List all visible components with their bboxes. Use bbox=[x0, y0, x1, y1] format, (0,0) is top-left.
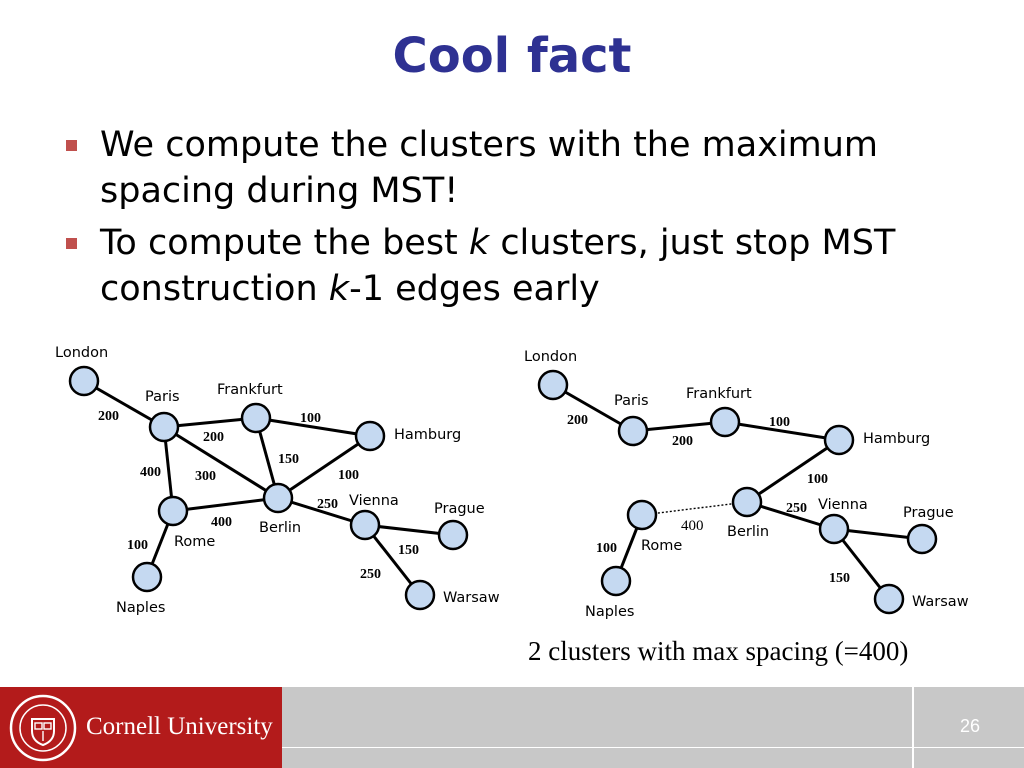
node-label-berlin: Berlin bbox=[727, 524, 769, 540]
bullet-item: We compute the clusters with the maximum… bbox=[60, 122, 980, 214]
edge-weight-label: 150 bbox=[278, 452, 299, 467]
edge-weight-label: 300 bbox=[195, 469, 216, 484]
footer-line bbox=[282, 747, 1024, 748]
node-label-frankfurt: Frankfurt bbox=[217, 382, 283, 398]
edge-weight-label: 200 bbox=[98, 409, 119, 424]
node-warsaw bbox=[404, 579, 436, 611]
bullet-text-part: -1 edges early bbox=[349, 269, 600, 309]
bullet-text-part: clusters, just stop MST construction bbox=[100, 223, 896, 309]
edge-frankfurt-hamburg bbox=[724, 420, 840, 442]
edge-weight-label: 250 bbox=[317, 497, 338, 512]
edge-weight-label: 200 bbox=[203, 430, 224, 445]
graph-full: 200200100150100300400400100250150250Lond… bbox=[55, 345, 500, 616]
edge-rome-berlin bbox=[172, 496, 279, 513]
edge-weight-label: 100 bbox=[300, 411, 321, 426]
node-label-naples: Naples bbox=[585, 604, 634, 620]
node-hamburg bbox=[823, 424, 855, 456]
bullet-item: To compute the best k clusters, just sto… bbox=[60, 220, 980, 312]
university-name: Cornell University bbox=[86, 713, 273, 740]
edge-weight-label: 100 bbox=[769, 415, 790, 430]
footer-divider bbox=[912, 687, 914, 768]
edge-weight-label: 100 bbox=[338, 468, 359, 483]
node-label-prague: Prague bbox=[903, 505, 954, 521]
edge-london-paris bbox=[552, 383, 634, 433]
node-paris bbox=[148, 411, 180, 443]
edge-weight-label: 400 bbox=[211, 515, 232, 530]
edge-hamburg-berlin bbox=[277, 434, 371, 500]
bullet-text-italic: k bbox=[468, 223, 490, 263]
graph-diagrams: 200200100150100300400400100250150250Lond… bbox=[55, 345, 969, 620]
node-label-berlin: Berlin bbox=[259, 520, 301, 536]
node-london bbox=[537, 369, 569, 401]
node-prague bbox=[906, 523, 938, 555]
node-frankfurt bbox=[240, 402, 272, 434]
edge-weight-label: 250 bbox=[360, 567, 381, 582]
node-label-hamburg: Hamburg bbox=[394, 427, 461, 443]
bullet-square-icon bbox=[66, 238, 77, 249]
node-frankfurt bbox=[709, 406, 741, 438]
edge-weight-label: 200 bbox=[567, 413, 588, 428]
edge-rome-berlin bbox=[641, 501, 748, 516]
edge-weight-label: 250 bbox=[786, 501, 807, 516]
node-label-london: London bbox=[524, 349, 577, 365]
node-berlin bbox=[262, 482, 294, 514]
edge-weight-label: 150 bbox=[829, 571, 850, 586]
page-number: 26 bbox=[960, 716, 981, 736]
node-label-rome: Rome bbox=[641, 538, 682, 554]
node-prague bbox=[437, 519, 469, 551]
node-label-paris: Paris bbox=[145, 389, 180, 405]
node-label-frankfurt: Frankfurt bbox=[686, 386, 752, 402]
node-paris bbox=[617, 415, 649, 447]
node-label-prague: Prague bbox=[434, 501, 485, 517]
bullet-square-icon bbox=[66, 140, 77, 151]
node-vienna bbox=[349, 509, 381, 541]
footer-logo-area bbox=[0, 687, 282, 768]
bullet-text-italic: k bbox=[328, 269, 350, 309]
node-label-warsaw: Warsaw bbox=[912, 594, 969, 610]
edge-weight-label: 100 bbox=[127, 538, 148, 553]
bullet-list: We compute the clusters with the maximum… bbox=[60, 122, 980, 318]
edge-weight-label: 150 bbox=[398, 543, 419, 558]
node-label-vienna: Vienna bbox=[349, 493, 399, 509]
node-label-london: London bbox=[55, 345, 108, 361]
node-warsaw bbox=[873, 583, 905, 615]
node-naples bbox=[131, 561, 163, 593]
node-label-rome: Rome bbox=[174, 534, 215, 550]
edge-london-paris bbox=[83, 379, 165, 429]
edge-paris-berlin bbox=[163, 425, 279, 500]
edge-weight-label: 100 bbox=[807, 472, 828, 487]
diagram-caption: 2 clusters with max spacing (=400) bbox=[528, 636, 909, 666]
node-rome bbox=[157, 495, 189, 527]
node-label-paris: Paris bbox=[614, 393, 649, 409]
node-label-warsaw: Warsaw bbox=[443, 590, 500, 606]
bullet-text-part: To compute the best bbox=[100, 223, 469, 263]
edge-weight-label: 400 bbox=[681, 518, 704, 534]
edge-hamburg-berlin bbox=[746, 438, 840, 504]
edge-weight-label: 200 bbox=[672, 434, 693, 449]
node-label-naples: Naples bbox=[116, 600, 165, 616]
node-label-hamburg: Hamburg bbox=[863, 431, 930, 447]
edge-paris-frankfurt bbox=[632, 420, 726, 433]
node-hamburg bbox=[354, 420, 386, 452]
node-naples bbox=[600, 565, 632, 597]
node-vienna bbox=[818, 513, 850, 545]
slide-title: Cool fact bbox=[392, 28, 632, 84]
node-berlin bbox=[731, 486, 763, 518]
edge-weight-label: 400 bbox=[140, 465, 161, 480]
edge-weight-label: 100 bbox=[596, 541, 617, 556]
edge-frankfurt-hamburg bbox=[255, 416, 371, 438]
bullet-text: We compute the clusters with the maximum… bbox=[100, 125, 878, 211]
node-london bbox=[68, 365, 100, 397]
node-label-vienna: Vienna bbox=[818, 497, 868, 513]
cornell-seal-icon bbox=[9, 694, 77, 762]
edge-paris-frankfurt bbox=[163, 416, 257, 429]
node-rome bbox=[626, 499, 658, 531]
